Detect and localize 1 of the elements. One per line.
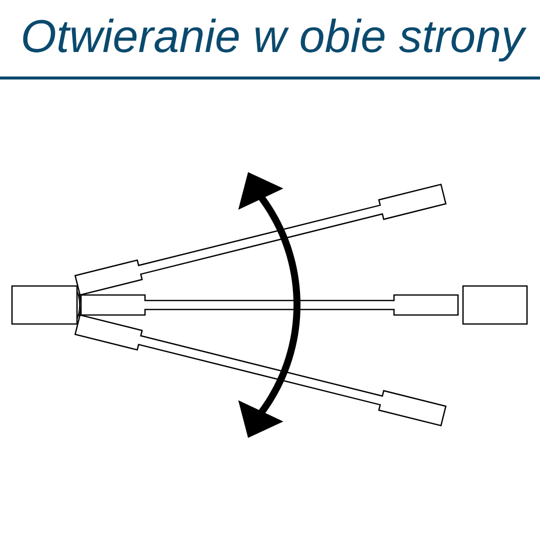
title: Otwieranie w obie strony (23, 18, 527, 62)
